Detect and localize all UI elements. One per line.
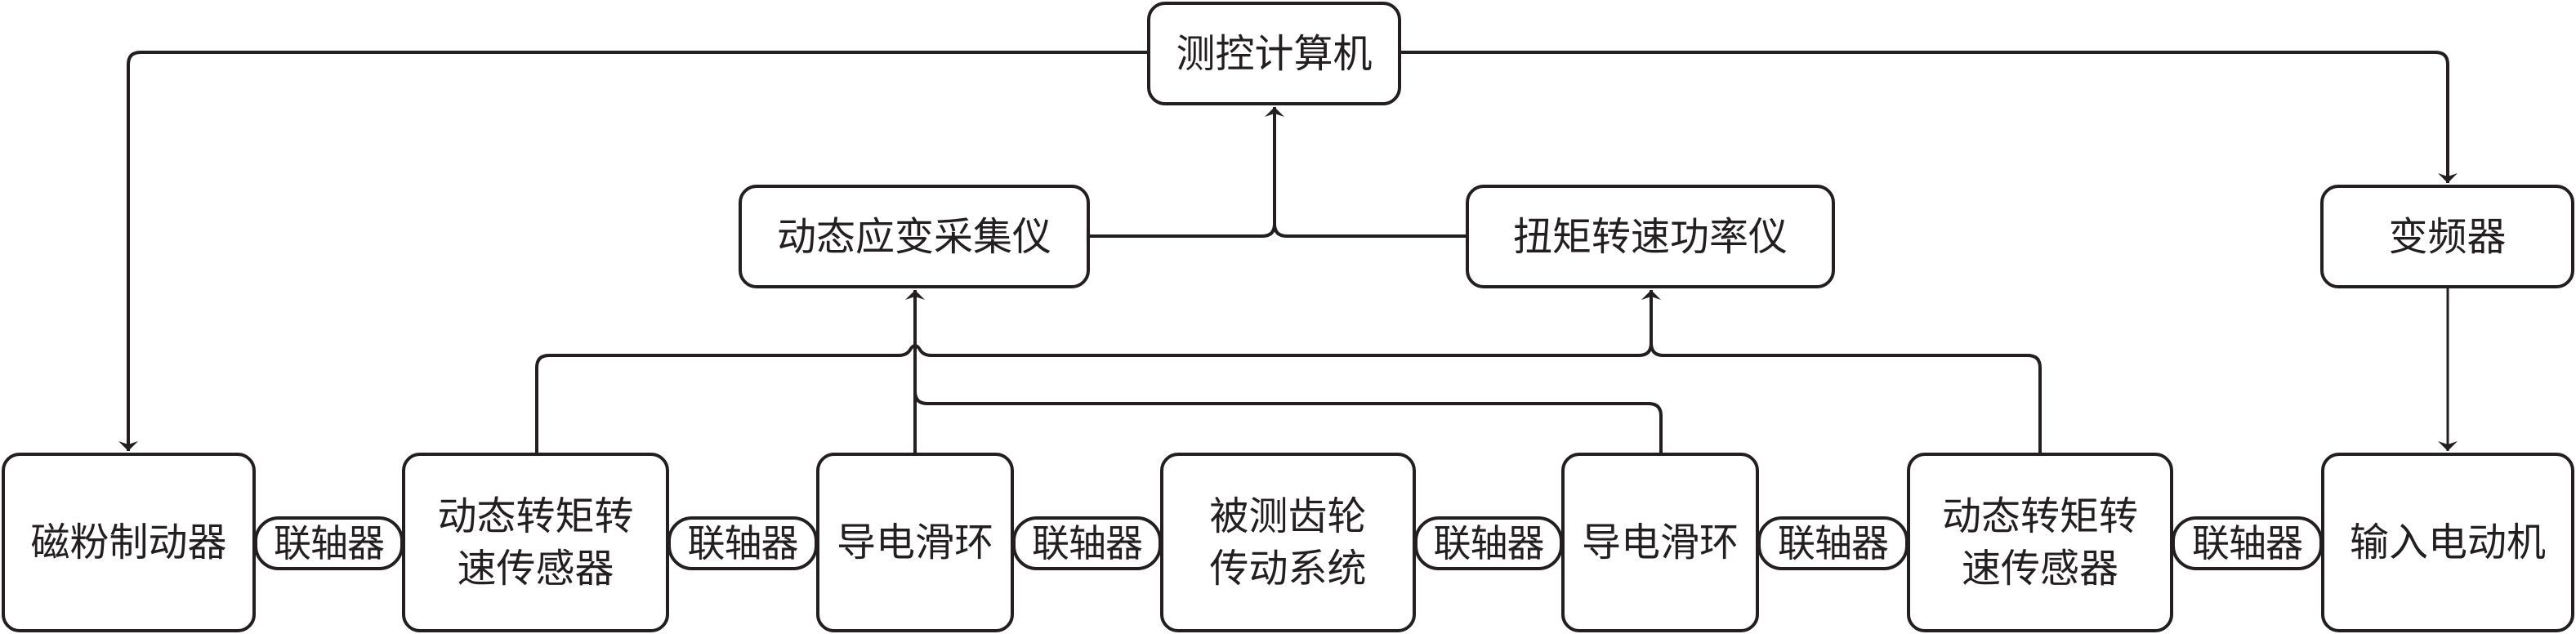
coupling-6: 联轴器 xyxy=(2172,516,2323,570)
node-frequency-converter: 变频器 xyxy=(2320,185,2574,288)
edge-torque-to-computer xyxy=(1273,223,1466,238)
edge-computer-to-vfd xyxy=(1401,51,2458,183)
coupling-5: 联轴器 xyxy=(1757,516,1909,570)
coupling-label: 联轴器 xyxy=(1032,521,1143,565)
edge-sensor-right-to-torque-meter xyxy=(1650,342,2042,453)
coupling-label: 联轴器 xyxy=(1433,521,1545,565)
edge-computer-to-brake xyxy=(118,51,1147,451)
node-label: 动态应变采集仪 xyxy=(776,213,1051,260)
node-torque-speed-power-meter: 扭矩转速功率仪 xyxy=(1466,185,1835,288)
node-slip-ring-right: 导电滑环 xyxy=(1561,453,1759,632)
edge-strain-to-computer xyxy=(1090,223,1276,238)
edge-slip-right-to-strain xyxy=(913,391,1663,453)
edge-sensor-left-to-torque-meter xyxy=(535,342,1653,453)
node-magnetic-powder-brake: 磁粉制动器 xyxy=(2,453,256,632)
node-dynamic-strain-acquisition: 动态应变采集仪 xyxy=(739,185,1090,288)
node-label: 动态转矩转 速传感器 xyxy=(1941,493,2138,592)
node-input-motor: 输入电动机 xyxy=(2321,453,2574,632)
node-slip-ring-left: 导电滑环 xyxy=(816,453,1014,632)
coupling-label: 联轴器 xyxy=(687,521,799,565)
node-gear-transmission-under-test: 被测齿轮 传动系统 xyxy=(1160,453,1416,632)
coupling-label: 联轴器 xyxy=(1778,521,1889,565)
node-label: 扭矩转速功率仪 xyxy=(1512,213,1788,260)
node-label: 动态转矩转 速传感器 xyxy=(437,493,634,592)
node-label: 输入电动机 xyxy=(2349,520,2546,565)
coupling-label: 联轴器 xyxy=(2192,521,2303,565)
coupling-4: 联轴器 xyxy=(1414,516,1563,570)
node-label: 导电滑环 xyxy=(1581,520,1739,565)
coupling-label: 联轴器 xyxy=(274,521,385,565)
node-label: 导电滑环 xyxy=(836,520,993,565)
coupling-2: 联轴器 xyxy=(667,516,818,570)
coupling-1: 联轴器 xyxy=(254,516,404,570)
coupling-3: 联轴器 xyxy=(1012,516,1162,570)
node-torque-speed-sensor-left: 动态转矩转 速传感器 xyxy=(402,453,669,632)
node-label: 被测齿轮 传动系统 xyxy=(1209,493,1367,592)
node-torque-speed-sensor-right: 动态转矩转 速传感器 xyxy=(1907,453,2173,632)
node-label: 变频器 xyxy=(2388,213,2507,260)
node-label: 磁粉制动器 xyxy=(30,520,227,565)
node-label: 测控计算机 xyxy=(1176,30,1373,77)
node-measurement-control-computer: 测控计算机 xyxy=(1147,2,1401,105)
